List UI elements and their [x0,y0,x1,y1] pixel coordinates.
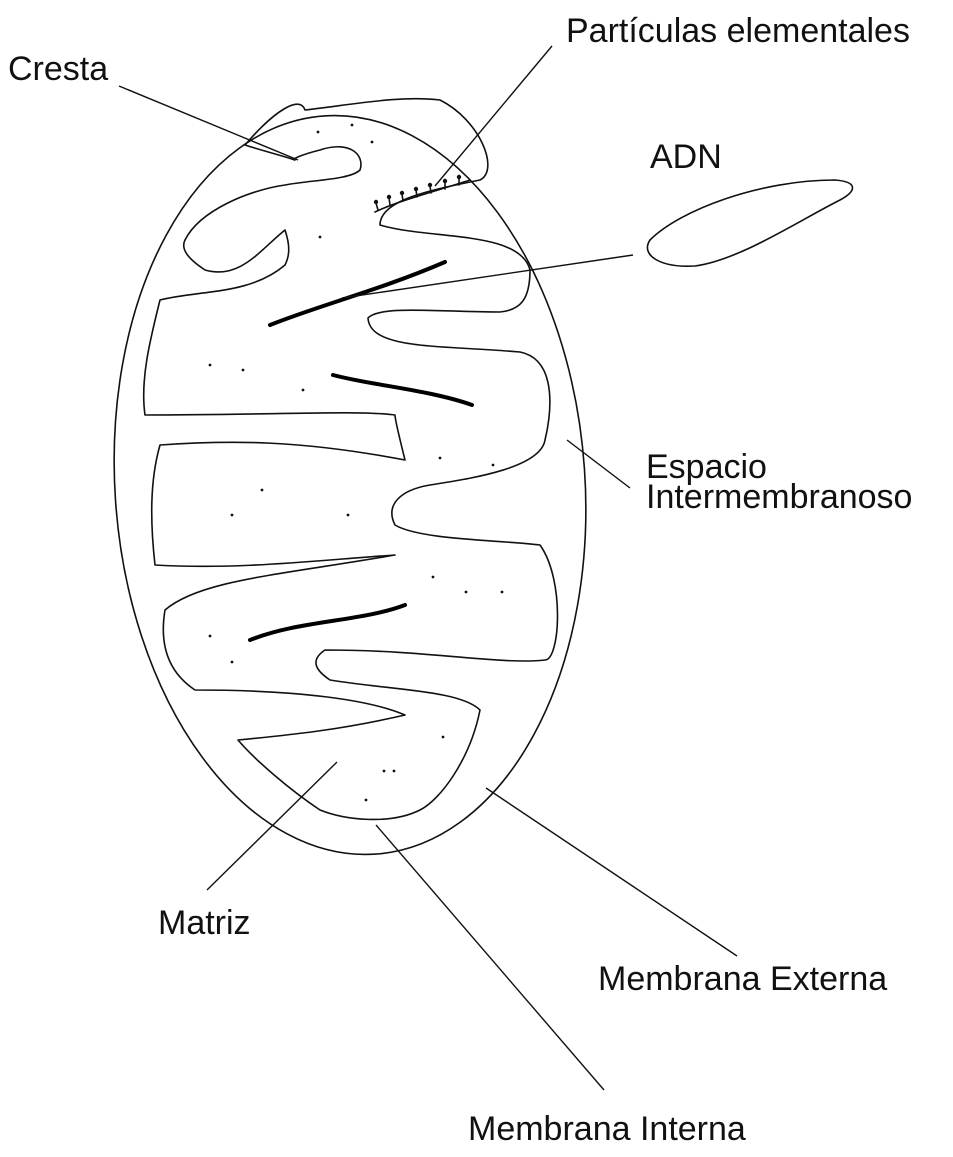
dna-strand-1 [270,262,445,325]
label-matriz: Matriz [158,904,251,942]
label-membrana-interna: Membrana Interna [468,1110,746,1148]
membrana-interna-leader [376,825,604,1090]
dna-strand-2 [333,375,472,405]
label-intermembranoso: Intermembranoso [646,478,912,516]
label-particulas-elementales: Partículas elementales [566,12,910,50]
label-cresta: Cresta [8,50,108,88]
membrana-externa-leader [486,788,737,956]
adn-loop [647,180,852,266]
inner-membrane [144,99,558,820]
espacio-leader [567,440,630,488]
label-membrana-externa: Membrana Externa [598,960,887,998]
adn-leader [342,255,633,298]
label-adn: ADN [650,138,722,176]
outer-membrane [90,100,610,871]
cresta-leader [119,86,298,160]
dna-strand-3 [250,605,405,640]
matriz-leader [207,762,337,890]
particulas-leader [435,46,552,186]
